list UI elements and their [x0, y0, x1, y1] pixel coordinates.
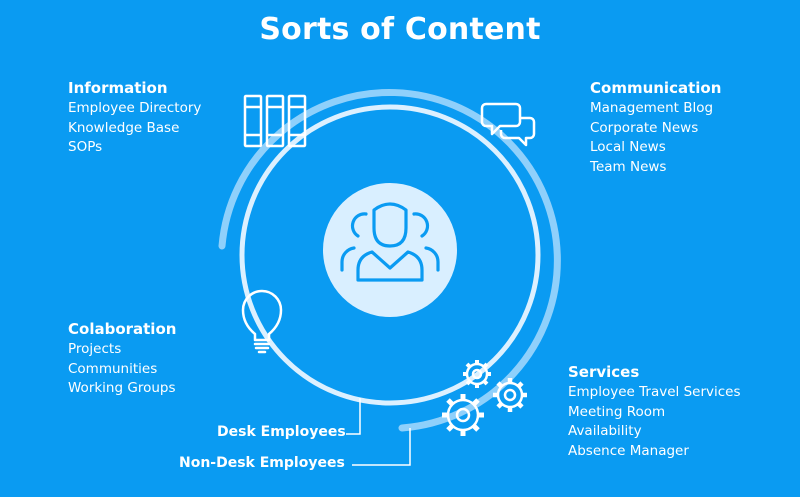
non-desk-leader-line: [352, 428, 411, 466]
lightbulb-icon: [241, 289, 283, 354]
communication-heading: Communication: [590, 79, 722, 97]
binders-icon: [243, 94, 307, 148]
services-heading: Services: [568, 363, 640, 381]
information-block: Information Employee Directory Knowledge…: [68, 78, 201, 158]
services-item: Meeting Room: [568, 403, 666, 420]
information-item: SOPs: [68, 139, 103, 155]
information-item: Employee Directory: [68, 100, 202, 116]
non-desk-employees-label: Non-Desk Employees: [179, 455, 345, 471]
services-item: Employee Travel Services: [568, 384, 741, 400]
colaboration-block: Colaboration Projects Communities Workin…: [68, 319, 176, 399]
desk-leader-line: [346, 398, 361, 435]
communication-item: Management Blog: [590, 100, 714, 116]
communication-block: Communication Management Blog Corporate …: [590, 78, 721, 177]
services-item: Absence Manager: [568, 442, 689, 459]
gears-icon: [442, 360, 527, 436]
desk-employees-label: Desk Employees: [217, 424, 346, 440]
colaboration-item: Working Groups: [68, 380, 176, 396]
colaboration-item: Projects: [68, 341, 122, 357]
page-title: Sorts of Content: [259, 12, 541, 47]
information-heading: Information: [68, 79, 168, 97]
information-item: Knowledge Base: [68, 119, 180, 136]
inner-ring: [239, 104, 541, 406]
people-group-icon: [340, 202, 440, 282]
communication-item: Local News: [590, 139, 666, 155]
colaboration-item: Communities: [68, 360, 158, 377]
services-item: Availability: [568, 423, 642, 439]
communication-item: Team News: [590, 158, 667, 175]
services-block: Services Employee Travel Services Meetin…: [568, 362, 741, 461]
chat-bubbles-icon: [480, 102, 536, 147]
colaboration-heading: Colaboration: [68, 320, 177, 338]
communication-item: Corporate News: [590, 119, 699, 136]
